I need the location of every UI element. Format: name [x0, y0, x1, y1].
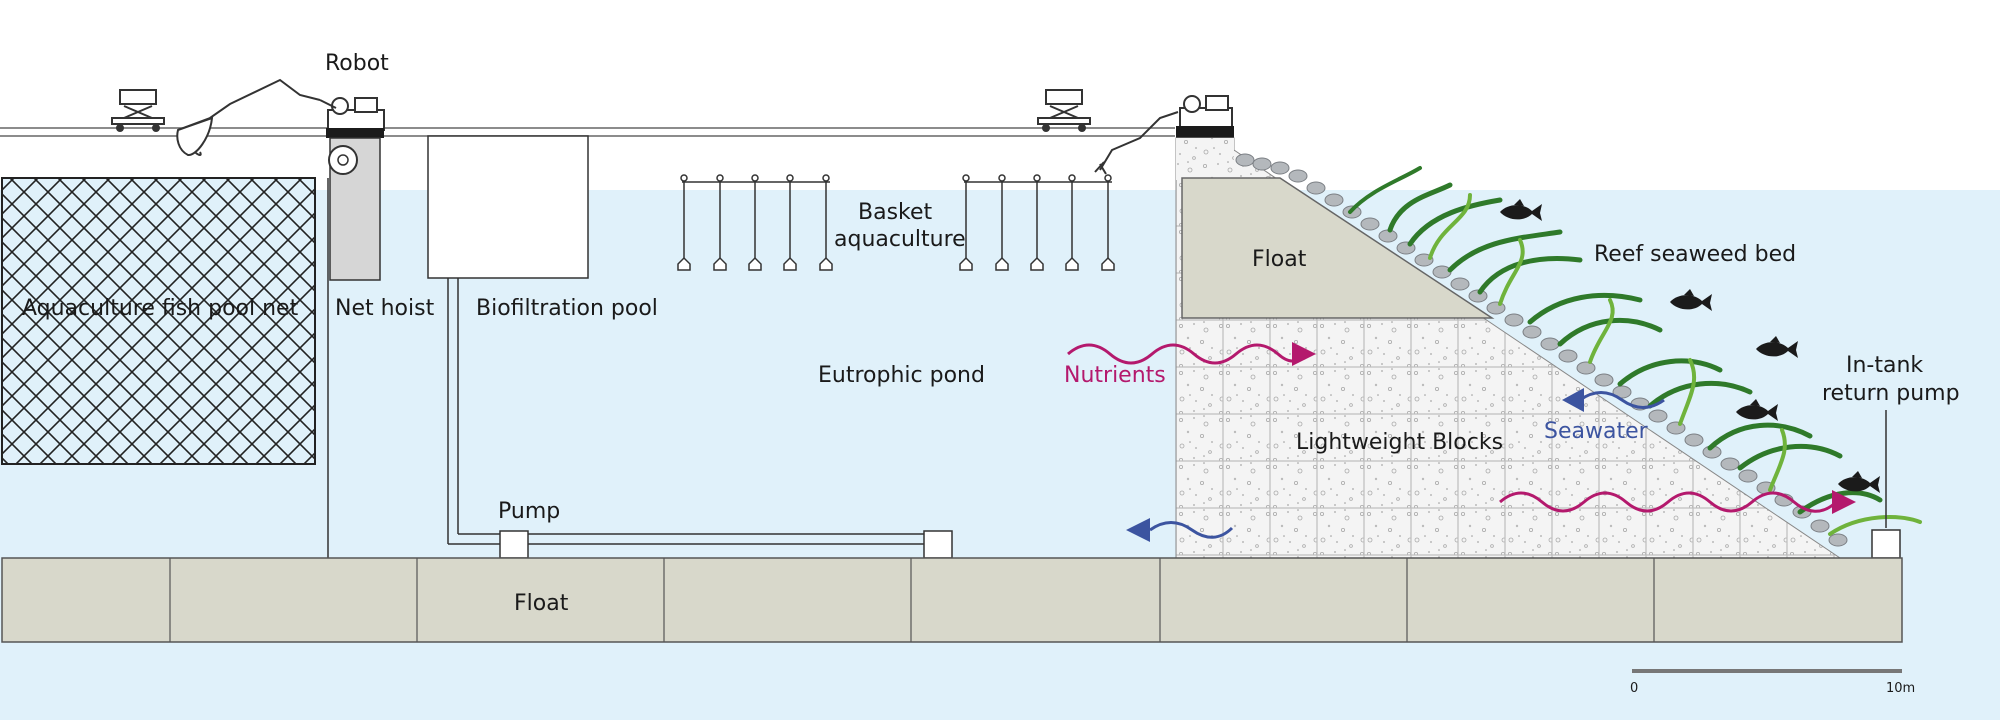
net-hoist-label: Net hoist — [335, 296, 435, 321]
basket-icon — [748, 256, 762, 271]
pump-icon — [923, 530, 953, 559]
seaweed-icon — [1348, 166, 1922, 536]
fish-net-label: Aquaculture fish pool net — [22, 296, 299, 321]
intank-label-line1: In-tank — [1846, 353, 1923, 378]
upper-float — [1181, 177, 1495, 319]
basket-icon — [713, 256, 727, 271]
cart-icon — [111, 89, 165, 132]
scale-start-label: 0 — [1630, 681, 1638, 696]
basket-icon — [819, 256, 833, 271]
lower-float — [1, 557, 1903, 643]
pump-label: Pump — [498, 499, 560, 524]
robot-icon — [1094, 95, 1233, 175]
basket-aquaculture-left — [677, 174, 833, 271]
nutrients-arrow-lower — [1499, 490, 1856, 514]
robot-icon — [176, 78, 385, 157]
pier-top-speckle — [1176, 138, 1234, 180]
basket-icon — [1101, 256, 1115, 271]
basket-icon — [783, 256, 797, 271]
lower-float-label: Float — [514, 591, 569, 616]
net-hoist-reel-icon — [327, 137, 381, 560]
upper-float-label: Float — [1252, 247, 1307, 272]
robot-label: Robot — [325, 51, 389, 76]
fish-pool-net — [1, 177, 316, 465]
rail — [0, 127, 1175, 137]
seawater-arrow — [1562, 388, 1665, 412]
net-hoist-platform — [326, 128, 384, 138]
basket-icon — [995, 256, 1009, 271]
basket-label-line2: aquaculture — [834, 227, 966, 252]
basket-icon — [1065, 256, 1079, 271]
intank-label-line2: return pump — [1822, 381, 1960, 406]
basket-aquaculture-right — [959, 174, 1115, 271]
biofiltration-pipe — [447, 278, 940, 545]
basket-icon — [677, 256, 691, 271]
seawater-label: Seawater — [1544, 419, 1649, 444]
reef-label: Reef seaweed bed — [1594, 242, 1796, 267]
cart-icon — [1037, 89, 1091, 132]
scale-bar: 0 10m — [1630, 669, 1915, 696]
nutrients-label: Nutrients — [1064, 363, 1166, 388]
pump-icon — [499, 530, 529, 559]
biofiltration-pool — [427, 135, 589, 279]
robot-platform — [1176, 126, 1234, 138]
scale-end-label: 10m — [1886, 681, 1915, 696]
eutrophic-label: Eutrophic pond — [818, 363, 985, 388]
basket-label-line1: Basket — [858, 200, 933, 225]
basket-icon — [1030, 256, 1044, 271]
lightweight-blocks-label: Lightweight Blocks — [1296, 430, 1503, 455]
intank-return-pump — [1871, 410, 1901, 559]
biofiltration-label: Biofiltration pool — [476, 296, 658, 321]
basket-icon — [959, 256, 973, 271]
nutrients-arrow — [1067, 342, 1316, 366]
seawater-arrow-lower — [1126, 518, 1234, 542]
